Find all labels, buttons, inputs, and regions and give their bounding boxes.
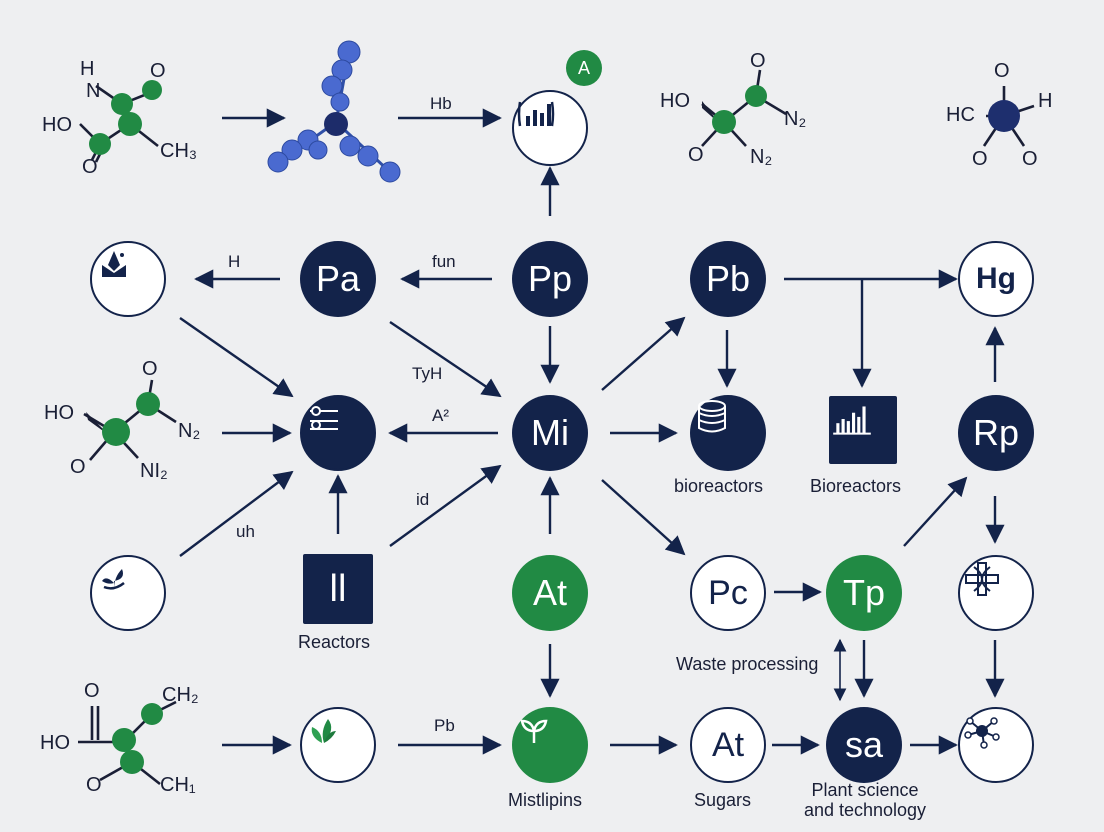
- caption-plant-line-2: and technology: [803, 800, 927, 820]
- mol3-o-top: O: [994, 60, 1010, 82]
- leaves-icon: [311, 719, 336, 743]
- mol2-n2-right: N₂: [784, 108, 807, 130]
- node-at-outline[interactable]: At: [690, 707, 766, 783]
- mol2-n2-bottom: N₂: [750, 146, 773, 168]
- node-rp[interactable]: Rp: [958, 395, 1034, 471]
- edge-tp-rp: [903, 476, 968, 547]
- caption-bioreactors-upper: Bioreactors: [810, 476, 902, 496]
- molecule-2: [701, 69, 787, 147]
- node-tp[interactable]: Tp: [826, 555, 902, 631]
- dna-cross-icon: [965, 562, 999, 596]
- caption-bioreactors-lower: bioreactors: [674, 476, 764, 496]
- edge-label-a2: A²: [432, 406, 449, 425]
- mol2-ho: HO: [660, 90, 690, 112]
- node-leaves[interactable]: [300, 707, 376, 783]
- mol3-hc: HC: [946, 104, 975, 126]
- edge-label-pb: Pb: [434, 716, 455, 735]
- node-hg[interactable]: Hg: [958, 241, 1034, 317]
- mol5-ch2: CH₂: [162, 684, 199, 706]
- edge-mi-pc: [601, 479, 686, 556]
- node-bar-chart-square[interactable]: [829, 396, 897, 464]
- mol4-n2: N₂: [178, 420, 201, 442]
- caption-reactors: Reactors: [298, 632, 371, 652]
- node-pa[interactable]: Pa: [300, 241, 376, 317]
- caption-waste-processing: Waste processing: [676, 654, 819, 674]
- edge-label-h: H: [228, 252, 241, 271]
- node-sliders[interactable]: [300, 395, 376, 471]
- node-molecule-network[interactable]: [958, 707, 1034, 783]
- mol4-o-top: O: [142, 358, 158, 380]
- mol1-h: H: [80, 58, 95, 80]
- plant-sprout-icon: [102, 569, 125, 590]
- mol1-o-top: O: [150, 60, 166, 82]
- caption-sugars: Sugars: [694, 790, 752, 810]
- mol3-h: H: [1038, 90, 1053, 112]
- molecule-network-icon: [964, 717, 1000, 749]
- mol5-o-top: O: [84, 680, 100, 702]
- mol2-o-top: O: [750, 50, 766, 72]
- node-sa[interactable]: sa: [826, 707, 902, 783]
- node-pb[interactable]: Pb: [690, 241, 766, 317]
- molecule-4: [83, 379, 177, 461]
- mol1-ho: HO: [42, 114, 72, 136]
- node-sprout[interactable]: [512, 707, 588, 783]
- node-at-green[interactable]: At: [512, 555, 588, 631]
- node-database[interactable]: [690, 395, 766, 471]
- node-square-ll[interactable]: ll: [303, 554, 373, 624]
- mol5-ch1: CH₁: [160, 774, 196, 796]
- database-icon: [698, 400, 726, 433]
- mol3-o-right: O: [1022, 148, 1038, 170]
- edge-label-uh: uh: [236, 522, 255, 541]
- caption-mistlipins: Mistlipins: [508, 790, 583, 810]
- mol4-ni2: NI₂: [140, 460, 168, 482]
- edge-label-fun: fun: [432, 252, 456, 271]
- mol5-ho: HO: [40, 732, 70, 754]
- caption-plant-science: Plant science and technology: [790, 780, 940, 820]
- node-pc[interactable]: Pc: [690, 555, 766, 631]
- bar-chart-square-icon: [833, 406, 871, 435]
- mol3-o-left: O: [972, 148, 988, 170]
- ink-drop-icon: [102, 251, 126, 277]
- node-chart[interactable]: [512, 90, 588, 166]
- mol1-n: N: [86, 80, 101, 102]
- node-mi[interactable]: Mi: [512, 395, 588, 471]
- edge-mi-pb: [601, 316, 686, 391]
- mol1-o-bottom: O: [82, 156, 98, 178]
- mol4-ho: HO: [44, 402, 74, 424]
- sprout-icon: [520, 719, 548, 743]
- edge-label-tyh: TyH: [412, 364, 443, 383]
- edge-square-mi: [389, 464, 502, 547]
- edge-label-id: id: [416, 490, 430, 509]
- mol1-ch3: CH₃: [160, 140, 198, 162]
- node-dna-cross[interactable]: [958, 555, 1034, 631]
- caption-plant-line-1: Plant science: [811, 780, 919, 800]
- node-plant-sprout[interactable]: [90, 555, 166, 631]
- sliders-icon: [310, 406, 338, 430]
- node-pp[interactable]: Pp: [512, 241, 588, 317]
- edge-drop-sliders: [179, 317, 294, 398]
- mol2-o-bottom: O: [688, 144, 704, 166]
- node-drop[interactable]: [90, 241, 166, 317]
- edge-pa-mi: [389, 321, 502, 398]
- mol4-o-bottom: O: [70, 456, 86, 478]
- mol5-o-bottom: O: [86, 774, 102, 796]
- bar-chart-icon: [517, 101, 555, 127]
- badge-a: A: [566, 50, 602, 86]
- edge-label-hb: Hb: [430, 94, 452, 113]
- edge-sprout-sliders: [179, 470, 294, 557]
